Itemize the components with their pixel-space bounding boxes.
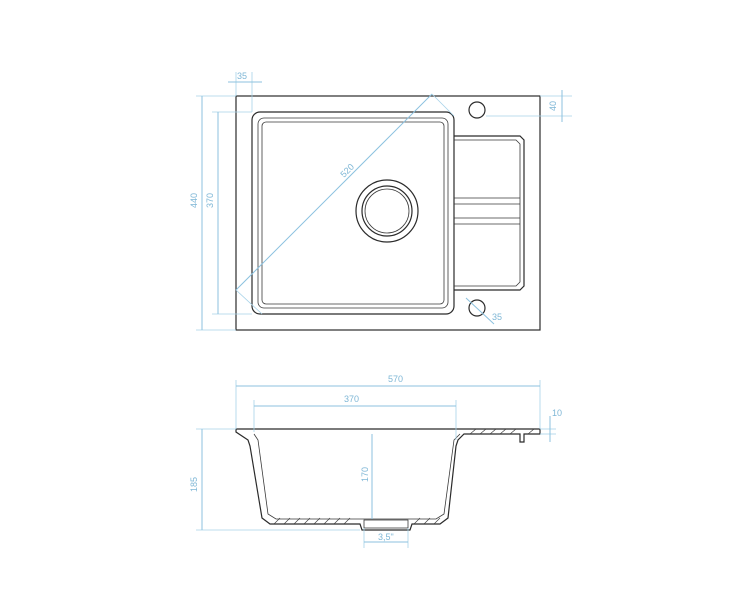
drain-fitting: [363, 519, 409, 529]
dim-bowl-depth-label: 170: [360, 467, 370, 482]
dim-rim-width: 35: [228, 71, 262, 112]
dim-outlet-label: 3,5": [378, 532, 394, 542]
dim-rim-thickness: 10: [540, 408, 562, 442]
bowl-rim-outer: [251, 111, 455, 315]
dim-bowl-height-label: 370: [205, 193, 215, 208]
sink-profile-inner: [253, 433, 461, 520]
sink-floor-hatch: [273, 428, 535, 525]
dim-rim-width-label: 35: [237, 71, 247, 81]
dim-overall-depth-label: 185: [189, 477, 199, 492]
dim-bowl-width-label: 370: [344, 394, 359, 404]
dim-bowl-depth: 170: [360, 434, 373, 519]
dim-hole-diameter-label: 35: [492, 312, 502, 322]
drainer-board: [454, 135, 525, 291]
bowl-rim-inner: [257, 117, 449, 309]
tap-hole-top: [468, 101, 486, 119]
dim-overall-width-label: 570: [388, 374, 403, 384]
dim-overall-height: 440: [189, 95, 236, 331]
dim-tap-hole-offset-label: 40: [548, 101, 558, 111]
tap-hole-bottom: [468, 299, 486, 317]
dim-bowl-height: 370: [205, 111, 252, 315]
drain-outlet: [355, 179, 419, 243]
dim-tap-hole-offset: 40: [486, 90, 572, 122]
dim-outlet: 3,5": [363, 528, 409, 548]
sink-profile-outer: [235, 428, 541, 531]
top-view: 35 40 440 370 520: [189, 71, 572, 331]
dim-hole-diameter: 35: [465, 297, 502, 325]
dim-diagonal-label: 520: [338, 162, 356, 180]
side-view: 570 370 10 185 170: [189, 374, 562, 548]
sink-outer-outline: [235, 95, 541, 331]
bowl-floor: [261, 121, 445, 305]
dim-overall-height-label: 440: [189, 193, 199, 208]
dim-rim-thickness-label: 10: [552, 408, 562, 418]
dim-diagonal: 520: [235, 93, 455, 315]
dim-bowl-width: 370: [253, 394, 457, 440]
dim-overall-width: 570: [235, 374, 541, 429]
dim-overall-depth: 185: [189, 428, 360, 531]
